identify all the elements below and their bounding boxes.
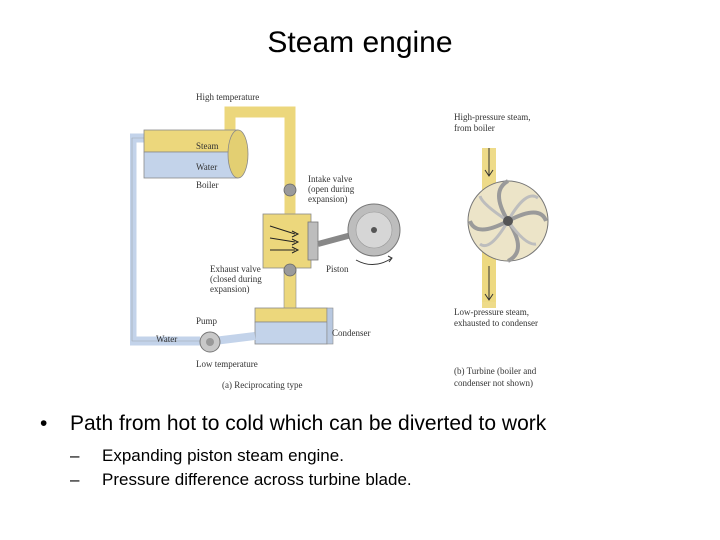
condenser (254, 307, 334, 345)
steam-pipe-top (224, 106, 296, 214)
label-hp-steam-2: from boiler (454, 123, 495, 133)
bullet-sub-1: – Expanding piston steam engine. (70, 446, 710, 466)
label-exhaust-valve-2: (closed during (210, 274, 262, 284)
label-exhaust-valve-1: Exhaust valve (210, 264, 261, 274)
label-caption-b-2: condenser not shown) (454, 378, 533, 388)
bullet-list: • Path from hot to cold which can be div… (40, 412, 710, 490)
label-hp-steam-1: High-pressure steam, (454, 112, 530, 122)
pump (199, 331, 256, 353)
piston (307, 221, 319, 261)
bullet-sub-1-text: Expanding piston steam engine. (102, 446, 344, 465)
turbine (467, 148, 549, 308)
cylinder (262, 213, 312, 269)
label-pump: Pump (196, 316, 218, 326)
boiler (143, 129, 249, 179)
bullet-main-text: Path from hot to cold which can be diver… (70, 412, 547, 435)
intake-valve (283, 183, 297, 197)
label-intake-valve-3: expansion) (308, 194, 348, 204)
bullet-sub-2-text: Pressure difference across turbine blade… (102, 470, 412, 489)
exhaust-valve (283, 263, 297, 277)
label-water-top: Water (196, 162, 217, 172)
label-lp-steam-2: exhausted to condenser (454, 318, 538, 328)
label-condenser: Condenser (332, 328, 371, 338)
label-water-bottom: Water (156, 334, 177, 344)
label-caption-a: (a) Reciprocating type (222, 380, 302, 390)
bullet-sub-2: – Pressure difference across turbine bla… (70, 470, 710, 490)
steam-engine-diagram: High temperature Steam Water Boiler Inta… (130, 92, 549, 390)
label-lp-steam-1: Low-pressure steam, (454, 307, 529, 317)
bullet-main: • Path from hot to cold which can be div… (40, 412, 710, 436)
label-boiler: Boiler (196, 180, 219, 190)
slide-title: Steam engine (267, 26, 453, 59)
label-piston: Piston (326, 264, 349, 274)
label-high-temperature: High temperature (196, 92, 259, 102)
label-intake-valve-1: Intake valve (308, 174, 352, 184)
dash-icon: – (70, 446, 80, 465)
flywheel (347, 203, 401, 265)
label-steam: Steam (196, 141, 219, 151)
label-exhaust-valve-3: expansion) (210, 284, 250, 294)
label-low-temperature: Low temperature (196, 359, 258, 369)
label-caption-b-1: (b) Turbine (boiler and (454, 366, 537, 376)
dash-icon: – (70, 470, 80, 489)
label-intake-valve-2: (open during (308, 184, 355, 194)
bullet-dot-icon: • (40, 412, 48, 435)
